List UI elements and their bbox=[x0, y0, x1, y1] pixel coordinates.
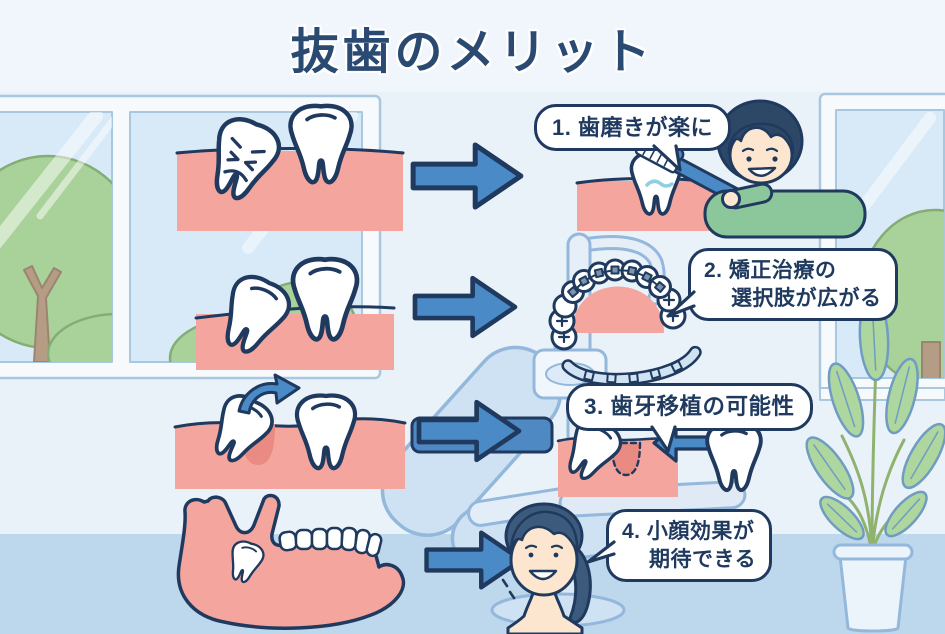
benefit-label: 1. 歯磨きが楽に bbox=[552, 115, 713, 140]
crowded-teeth-illustration bbox=[175, 95, 405, 231]
bush bbox=[46, 312, 112, 362]
benefit-label-line2: 選択肢が広がる bbox=[731, 286, 882, 310]
benefit-bubble-1: 1. 歯磨きが楽に bbox=[534, 104, 731, 152]
curved-arrow-icon bbox=[237, 373, 301, 415]
boy-hand bbox=[721, 189, 741, 209]
molar-fissures bbox=[555, 293, 680, 344]
tree-trunk bbox=[921, 341, 941, 378]
woman-smile bbox=[528, 569, 558, 581]
right-arrow-icon bbox=[408, 268, 522, 346]
braces-illustration bbox=[548, 258, 702, 386]
donor-tooth bbox=[705, 421, 763, 493]
benefit-bubble-4: 4. 小顔効果が 期待できる bbox=[606, 509, 773, 583]
bubble-tail bbox=[586, 540, 616, 564]
benefit-label-line2: 期待できる bbox=[649, 547, 757, 571]
jawbone bbox=[176, 493, 406, 630]
benefit-bubble-3: 3. 歯牙移植の可能性 bbox=[566, 383, 813, 431]
right-arrow-icon bbox=[405, 134, 529, 218]
tree-trunk bbox=[23, 265, 62, 362]
right-arrow-icon bbox=[412, 392, 526, 470]
smiling-woman-illustration bbox=[501, 502, 592, 634]
benefit-label: 3. 歯牙移植の可能性 bbox=[584, 394, 795, 419]
brackets bbox=[567, 265, 666, 298]
teeth-row bbox=[278, 526, 383, 558]
clean-sparkle bbox=[645, 179, 674, 188]
sad-tooth bbox=[200, 113, 285, 207]
jaw-slimming-dashes bbox=[501, 578, 516, 600]
leaning-tooth-illustration bbox=[194, 246, 396, 370]
benefit-bubble-2: 2. 矯正治療の 選択肢が広がる bbox=[688, 248, 898, 322]
benefit-label: 4. 小顔効果が bbox=[622, 520, 755, 543]
benefit-label: 2. 矯正治療の bbox=[704, 259, 837, 282]
jawbone-illustration bbox=[176, 493, 406, 630]
extraction-illustration bbox=[173, 373, 407, 489]
retainer-wire bbox=[561, 345, 702, 386]
bubble-tail bbox=[652, 144, 682, 172]
page-title: 抜歯のメリット bbox=[290, 26, 655, 79]
hair-fringe bbox=[509, 510, 579, 556]
gum bbox=[173, 417, 407, 489]
gum bbox=[175, 147, 405, 231]
palate bbox=[572, 286, 664, 333]
bubble-tail bbox=[650, 425, 677, 453]
upper-arch-braces bbox=[548, 258, 687, 351]
potted-plant bbox=[805, 294, 945, 633]
neck-shoulders bbox=[506, 588, 584, 634]
boy-smile bbox=[747, 166, 777, 177]
bubble-tail bbox=[666, 290, 696, 318]
plant-pot bbox=[838, 554, 908, 633]
boy bbox=[703, 99, 867, 239]
